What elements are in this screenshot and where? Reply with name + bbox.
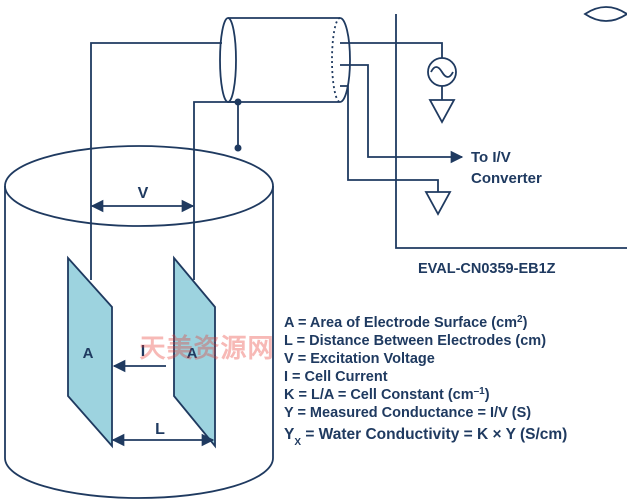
converter-label-line1: To I/V	[471, 149, 511, 166]
legend-line: Y = Measured Conductance = I/V (S)	[284, 405, 531, 421]
legend-line: A = Area of Electrode Surface (cm2)	[284, 314, 528, 332]
left-electrode-wire	[90, 42, 222, 280]
watermark: 天美资源网	[139, 333, 274, 363]
ground-icon	[424, 191, 452, 216]
current-label: I	[141, 343, 145, 360]
beaker	[4, 145, 274, 499]
legend-line: I = Cell Current	[284, 369, 388, 385]
legend-line-conductivity: YX = Water Conductivity = K × Y (S/cm)	[284, 426, 567, 448]
sine-wave-icon	[430, 66, 454, 78]
to-converter-wire	[340, 64, 464, 164]
shield-return-wire	[340, 85, 439, 192]
beaker-bottom-rim	[4, 457, 274, 499]
converter-label-line2: Converter	[471, 170, 542, 187]
area-left-label: A	[83, 345, 94, 362]
junction-dot	[234, 144, 242, 152]
legend: A = Area of Electrode Surface (cm2)L = D…	[284, 314, 567, 448]
board-label: EVAL-CN0359-EB1Z	[418, 261, 556, 277]
legend-line: K = L/A = Cell Constant (cm–1)	[284, 386, 490, 404]
right-electrode-wire	[193, 101, 238, 280]
voltage-label: V	[138, 185, 149, 202]
area-right-label: A	[187, 345, 198, 362]
coax-cable	[219, 17, 351, 103]
board-break-mark	[583, 6, 627, 22]
eval-board-outline	[395, 14, 627, 249]
source-top-wire	[396, 42, 443, 58]
length-label: L	[155, 421, 165, 438]
legend-line: L = Distance Between Electrodes (cm)	[284, 333, 546, 349]
legend-line: V = Excitation Voltage	[284, 351, 435, 367]
ground-icon	[428, 99, 456, 124]
right-electrode	[173, 255, 216, 449]
